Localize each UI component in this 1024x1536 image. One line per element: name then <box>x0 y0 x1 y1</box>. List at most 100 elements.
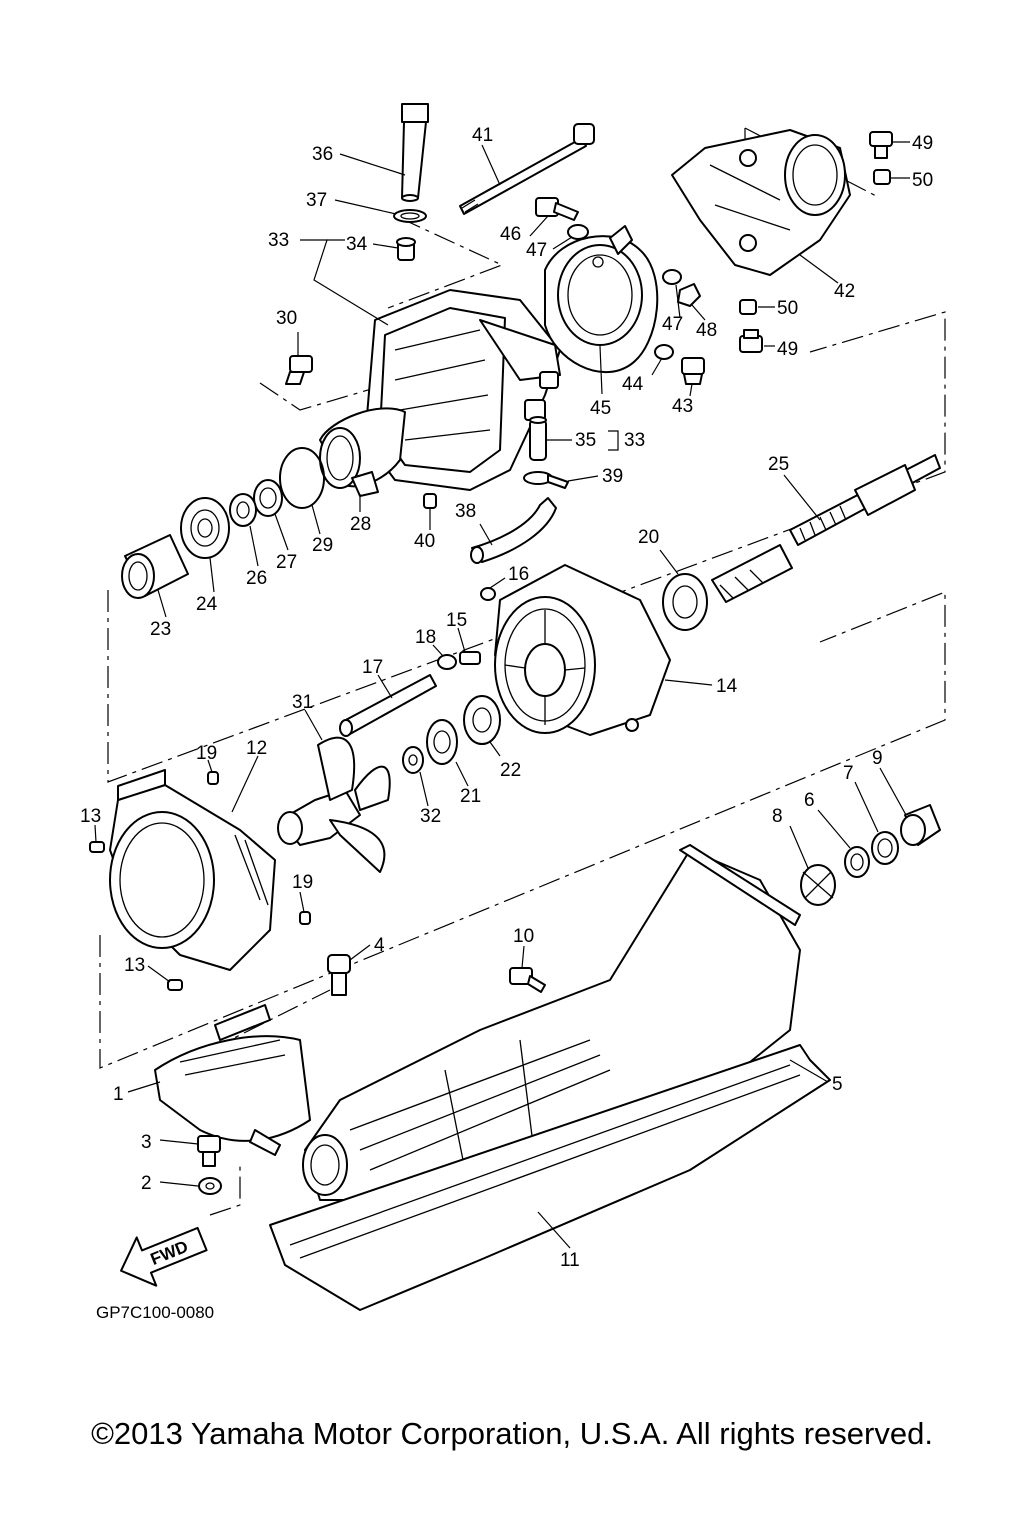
jet-duct-5[interactable] <box>302 844 801 1201</box>
cap-9[interactable] <box>900 804 941 846</box>
callout-49a: 49 <box>912 133 933 154</box>
collar-50a[interactable] <box>873 169 891 185</box>
callout-32: 32 <box>420 806 441 827</box>
washer-2[interactable] <box>198 1177 222 1195</box>
callout-33b: 33 <box>624 430 645 451</box>
gear-8[interactable] <box>800 864 836 906</box>
callout-30: 30 <box>276 308 297 329</box>
callout-21: 21 <box>460 786 481 807</box>
bolt-3[interactable] <box>197 1135 221 1167</box>
nozzle-28[interactable] <box>319 407 406 497</box>
callout-34: 34 <box>346 234 368 255</box>
callout-6: 6 <box>804 790 815 811</box>
pin-19b[interactable] <box>299 911 311 925</box>
clamp-39[interactable] <box>523 471 569 489</box>
callout-24: 24 <box>196 594 218 615</box>
callout-50b: 50 <box>777 298 798 319</box>
callout-49b: 49 <box>777 339 798 360</box>
grease-nipple-16[interactable] <box>480 587 496 601</box>
pin-13b[interactable] <box>167 979 183 991</box>
callout-1: 1 <box>113 1084 124 1105</box>
callout-19b: 19 <box>292 872 313 893</box>
impeller-31[interactable] <box>277 736 391 873</box>
bolt-49b[interactable] <box>739 329 763 353</box>
bolt-41[interactable] <box>459 123 595 215</box>
callout-20: 20 <box>638 527 659 548</box>
fitting-4[interactable] <box>327 954 351 996</box>
drive-shaft-25[interactable] <box>789 454 941 546</box>
bolt-15[interactable] <box>459 651 481 665</box>
pin-40[interactable] <box>423 493 437 509</box>
collar-44[interactable] <box>654 344 674 360</box>
pin-13a[interactable] <box>89 841 105 853</box>
plug-18[interactable] <box>437 654 457 670</box>
callout-47a: 47 <box>526 240 547 261</box>
steering-nozzle-42[interactable] <box>671 129 851 276</box>
callout-2: 2 <box>141 1173 152 1194</box>
bolt-10[interactable] <box>509 967 546 993</box>
nut-48[interactable] <box>677 283 701 307</box>
o-ring-29[interactable] <box>279 447 325 509</box>
washer-32[interactable] <box>402 746 424 774</box>
tube-17[interactable] <box>339 674 437 737</box>
callout-42: 42 <box>834 281 855 302</box>
collar-6[interactable] <box>844 846 870 878</box>
callout-43: 43 <box>672 396 693 417</box>
callout-16: 16 <box>508 564 529 585</box>
impeller-housing-14[interactable] <box>494 564 671 736</box>
callout-45: 45 <box>590 398 611 419</box>
nozzle-housing-33[interactable] <box>364 289 561 491</box>
cover-1[interactable] <box>154 1004 311 1156</box>
bearing-22[interactable] <box>463 695 501 745</box>
bolt-30[interactable] <box>285 355 313 385</box>
nipple-34[interactable] <box>396 237 416 261</box>
collar-50b[interactable] <box>739 299 757 315</box>
callout-47b: 47 <box>662 314 683 335</box>
bearing-20[interactable] <box>662 573 708 631</box>
leader-lines <box>94 141 910 1249</box>
callout-13b: 13 <box>124 955 145 976</box>
callout-19a: 19 <box>196 743 217 764</box>
callout-37: 37 <box>306 190 327 211</box>
spline-shaft <box>711 544 793 603</box>
callout-27: 27 <box>276 552 297 573</box>
bushing-7[interactable] <box>871 831 899 865</box>
hose-36[interactable] <box>401 103 429 202</box>
bearing-21[interactable] <box>426 719 458 765</box>
callout-13a: 13 <box>80 806 101 827</box>
callout-23: 23 <box>150 619 171 640</box>
clamp-37[interactable] <box>393 209 427 223</box>
bearing-24[interactable] <box>180 497 230 559</box>
hose-38[interactable] <box>470 497 557 564</box>
bolt-46[interactable] <box>535 197 579 221</box>
callout-11: 11 <box>560 1250 580 1271</box>
nut-27[interactable] <box>253 479 283 517</box>
bolt-43[interactable] <box>681 357 705 385</box>
callout-8: 8 <box>772 806 783 827</box>
callout-28: 28 <box>350 514 371 535</box>
callout-10: 10 <box>513 926 534 947</box>
callout-39: 39 <box>602 466 623 487</box>
collar-26[interactable] <box>229 493 257 527</box>
callout-9: 9 <box>872 748 883 769</box>
callout-15: 15 <box>446 610 467 631</box>
bolt-49a[interactable] <box>869 131 893 159</box>
pin-19a[interactable] <box>207 771 219 785</box>
fitting-35[interactable] <box>529 416 547 461</box>
callout-29: 29 <box>312 535 333 556</box>
housing-ring-12[interactable] <box>109 769 276 971</box>
sleeve-23[interactable] <box>121 534 189 599</box>
intake-grate-11[interactable] <box>269 1044 831 1311</box>
callout-41: 41 <box>472 125 493 146</box>
washer-47b[interactable] <box>662 269 682 285</box>
callout-14: 14 <box>716 676 738 697</box>
callout-46: 46 <box>500 224 521 245</box>
washer-47a[interactable] <box>567 224 589 240</box>
callout-35: 35 <box>575 430 596 451</box>
callout-22: 22 <box>500 760 521 781</box>
steering-ring-45[interactable] <box>544 225 659 374</box>
callout-4: 4 <box>374 935 385 956</box>
callout-48: 48 <box>696 320 717 341</box>
callout-26: 26 <box>246 568 267 589</box>
